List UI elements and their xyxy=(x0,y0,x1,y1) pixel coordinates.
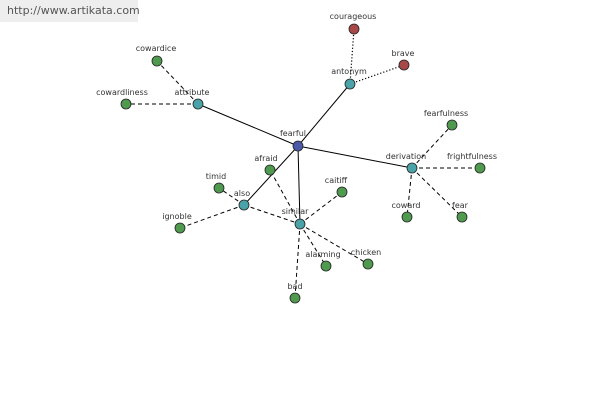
node-bad[interactable]: bad xyxy=(287,282,303,304)
edge-similar-chicken xyxy=(299,223,369,265)
node-label-chicken: chicken xyxy=(351,248,381,257)
edge-fearful-antonym xyxy=(297,83,351,147)
node-label-derivation: derivation xyxy=(386,152,426,161)
node-fear[interactable]: fear xyxy=(452,201,469,223)
edge-fearful-derivation xyxy=(297,145,413,169)
node-circle-fearful[interactable] xyxy=(292,140,304,152)
node-brave[interactable]: brave xyxy=(392,49,415,71)
node-label-also: also xyxy=(234,189,250,198)
node-caitiff[interactable]: caitiff xyxy=(325,176,348,198)
edge-similar-afraid xyxy=(269,169,301,225)
node-circle-derivation[interactable] xyxy=(406,162,418,174)
node-label-frightfulness: frightfulness xyxy=(447,152,497,161)
node-fearfulness[interactable]: fearfulness xyxy=(424,109,468,131)
edge-attribute-cowardice xyxy=(156,60,199,105)
node-circle-courageous[interactable] xyxy=(348,23,360,35)
watermark-url: http://www.artikata.com xyxy=(0,0,140,22)
node-cowardliness[interactable]: cowardliness xyxy=(96,88,148,110)
edge-derivation-fearfulness xyxy=(411,124,453,169)
node-derivation[interactable]: derivation xyxy=(386,152,426,174)
node-label-similar: similar xyxy=(282,207,310,216)
edge-fearful-similar xyxy=(297,145,301,225)
edge-similar-alarming xyxy=(299,223,327,267)
node-label-brave: brave xyxy=(392,49,415,58)
node-similar[interactable]: similar xyxy=(282,207,310,230)
edge-similar-bad xyxy=(294,223,301,299)
node-circle-chicken[interactable] xyxy=(362,258,374,270)
node-circle-antonym[interactable] xyxy=(344,78,356,90)
node-label-cowardliness: cowardliness xyxy=(96,88,148,97)
node-label-attribute: attribute xyxy=(175,88,210,97)
node-label-timid: timid xyxy=(206,172,226,181)
graph-nodes: fearful antonym attribute derivation also sim… xyxy=(96,12,497,304)
node-circle-cowardliness[interactable] xyxy=(120,98,132,110)
node-label-fearfulness: fearfulness xyxy=(424,109,468,118)
node-courageous[interactable]: courageous xyxy=(330,12,377,35)
edge-also-timid xyxy=(218,187,245,206)
node-circle-fearfulness[interactable] xyxy=(446,119,458,131)
node-attribute[interactable]: attribute xyxy=(175,88,210,110)
edge-antonym-courageous xyxy=(349,28,355,85)
node-afraid[interactable]: afraid xyxy=(254,154,278,176)
node-circle-afraid[interactable] xyxy=(264,164,276,176)
node-coward[interactable]: coward xyxy=(392,201,421,223)
node-label-antonym: antonym xyxy=(331,67,367,76)
node-label-coward: coward xyxy=(392,201,421,210)
node-circle-frightfulness[interactable] xyxy=(474,162,486,174)
edge-derivation-fear xyxy=(411,167,463,218)
node-label-afraid: afraid xyxy=(254,154,277,163)
node-cowardice[interactable]: cowardice xyxy=(136,44,177,67)
node-timid[interactable]: timid xyxy=(206,172,226,194)
edge-similar-caitiff xyxy=(299,191,343,225)
node-circle-caitiff[interactable] xyxy=(336,186,348,198)
node-circle-timid[interactable] xyxy=(213,182,225,194)
edge-fearful-attribute xyxy=(197,103,299,147)
node-circle-similar[interactable] xyxy=(294,218,306,230)
node-label-cowardice: cowardice xyxy=(136,44,177,53)
edge-also-similar xyxy=(243,204,301,225)
node-circle-cowardice[interactable] xyxy=(151,55,163,67)
node-circle-ignoble[interactable] xyxy=(174,222,186,234)
node-circle-alarming[interactable] xyxy=(320,260,332,272)
graph-edges xyxy=(126,28,480,299)
node-alarming[interactable]: alarming xyxy=(305,250,341,272)
edge-fearful-also xyxy=(243,145,299,206)
node-ignoble[interactable]: ignoble xyxy=(162,212,192,234)
node-label-courageous: courageous xyxy=(330,12,377,21)
node-label-alarming: alarming xyxy=(305,250,340,259)
node-frightfulness[interactable]: frightfulness xyxy=(447,152,497,174)
edge-derivation-coward xyxy=(406,167,413,218)
node-circle-attribute[interactable] xyxy=(192,98,204,110)
node-circle-fear[interactable] xyxy=(456,211,468,223)
node-also[interactable]: also xyxy=(234,189,250,211)
node-chicken[interactable]: chicken xyxy=(351,248,381,270)
node-circle-bad[interactable] xyxy=(289,292,301,304)
node-label-fearful: fearful xyxy=(280,129,306,138)
node-circle-brave[interactable] xyxy=(398,59,410,71)
node-label-fear: fear xyxy=(452,201,469,210)
node-circle-coward[interactable] xyxy=(401,211,413,223)
node-antonym[interactable]: antonym xyxy=(331,67,367,90)
edge-also-ignoble xyxy=(179,204,245,229)
node-circle-also[interactable] xyxy=(238,199,250,211)
node-label-caitiff: caitiff xyxy=(325,176,348,185)
node-label-bad: bad xyxy=(287,282,302,291)
node-fearful[interactable]: fearful xyxy=(280,129,306,152)
node-label-ignoble: ignoble xyxy=(162,212,192,221)
